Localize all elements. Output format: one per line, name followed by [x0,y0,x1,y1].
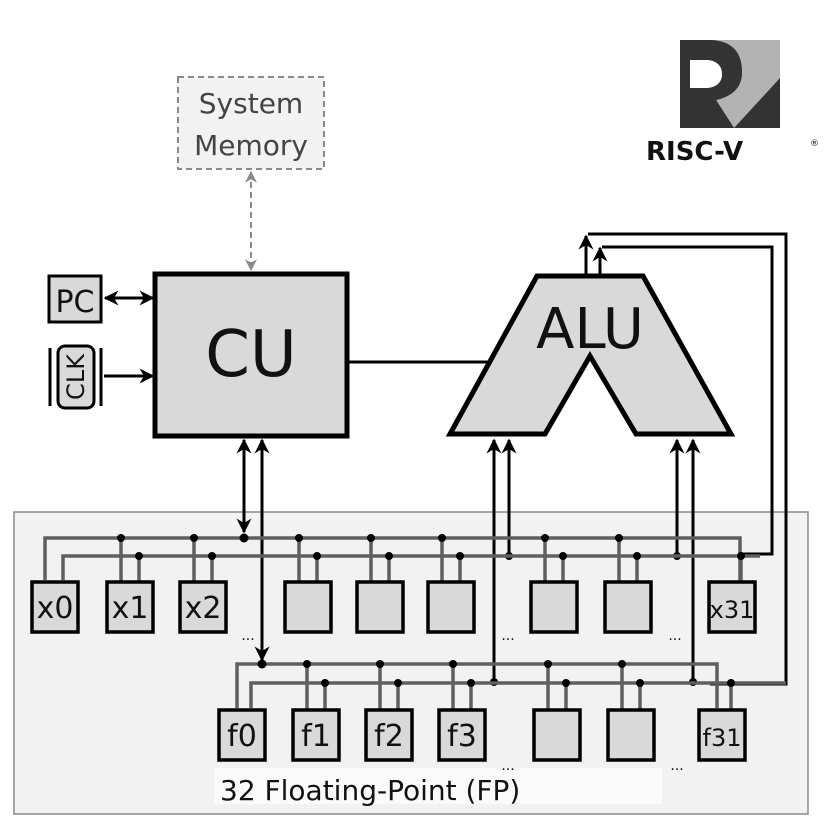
int-register-7 [603,534,653,634]
memory-label-line1: System [199,87,303,120]
ellipsis-int-1: ... [241,628,254,644]
fp-register-label: f3 [447,719,477,754]
fp-register-1: f1 [291,660,341,762]
ellipsis-int-3: ... [668,628,681,644]
int-register-2: x2 [178,534,228,634]
system-memory: System Memory [177,76,325,170]
int-register-1: x1 [105,534,155,634]
fp-caption: 32 Floating-Point (FP) [220,774,520,807]
fp-register-label: f31 [703,724,742,752]
caption-background [214,768,662,804]
alu-label: ALU [536,297,644,362]
fp-register-label: f2 [374,719,404,754]
fp-register-4 [532,660,582,762]
fp-register-5 [606,660,656,762]
ellipsis-int-2: ... [501,628,514,644]
int-register-4 [355,534,405,634]
fp-register-label: f1 [301,719,331,754]
alu: ALU [445,273,736,437]
cu-label: CU [205,318,297,392]
fp-register-label: f0 [227,719,257,754]
int-register-row: x0 x1 x2 x31 [30,534,757,634]
int-register-label: x0 [37,591,74,626]
risc-v-logo: RISC-V ® [646,40,819,167]
int-register-0: x0 [30,580,80,634]
clock: CLK [48,344,103,410]
int-register-label: x2 [185,591,222,626]
int-register-3 [283,534,333,634]
clk-label: CLK [62,353,90,400]
ellipsis-fp-1: ... [501,758,514,774]
int-register-6 [529,534,579,634]
int-register-label: x31 [710,596,755,624]
fp-register-buses [235,659,786,708]
logo-text: RISC-V [646,137,743,167]
memory-label-line2: Memory [194,129,308,162]
fp-register-3: f3 [437,660,487,762]
pc-label: PC [55,285,94,320]
fp-register-6: f31 [697,679,747,762]
int-register-label: x1 [112,591,149,626]
fp-register-row: f0 f1 f2 f3 f31 [217,660,747,762]
int-register-8: x31 [707,552,757,634]
fp-register-2: f2 [364,660,414,762]
registered-mark: ® [810,139,819,149]
int-register-5 [426,534,476,634]
pc-register: PC [47,274,103,324]
fp-register-0: f0 [217,708,267,762]
control-unit: CU [152,271,350,439]
ellipsis-fp-2: ... [670,758,683,774]
